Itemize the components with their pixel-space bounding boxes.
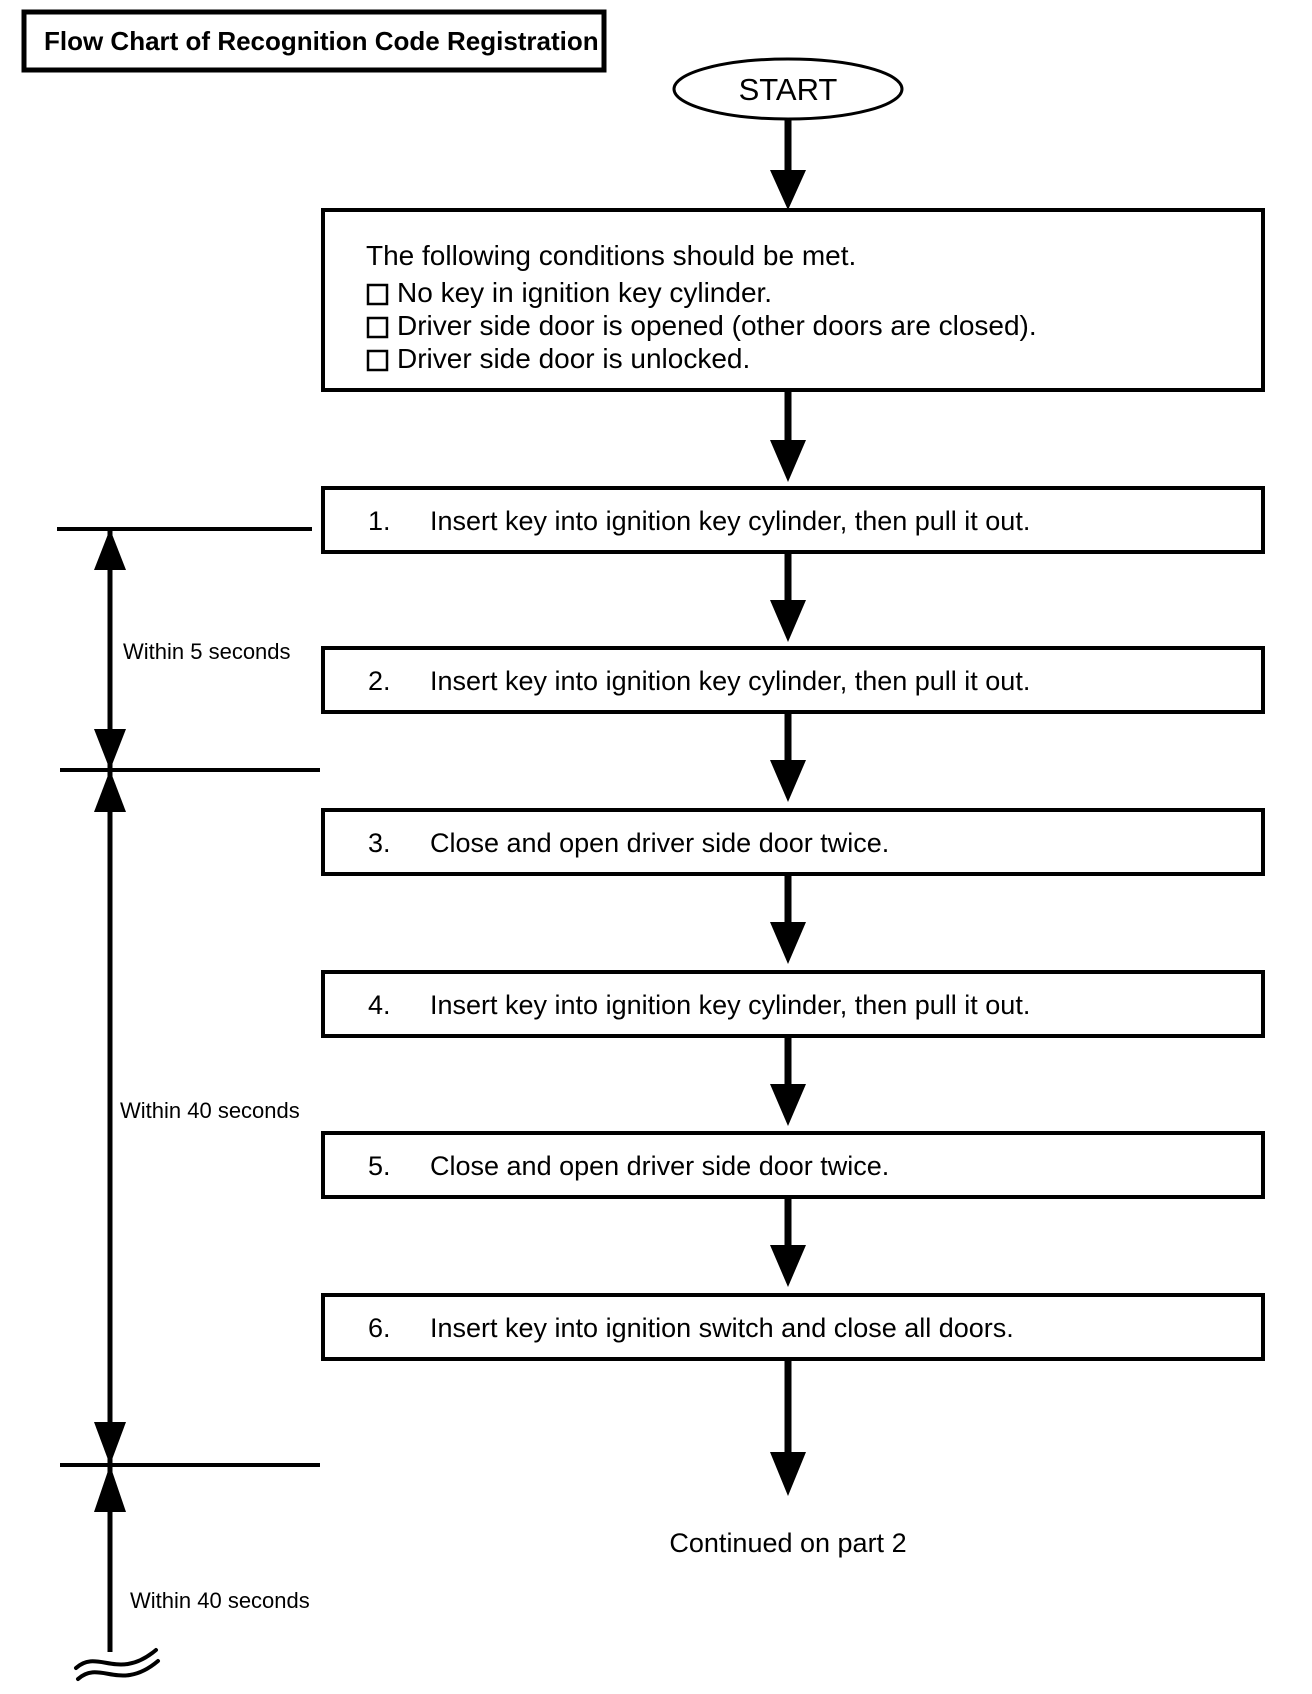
step-6-text: Insert key into ignition switch and clos… bbox=[430, 1313, 1014, 1343]
title-block: Flow Chart of Recognition Code Registrat… bbox=[21, 9, 607, 73]
step-box-3: 3. Close and open driver side door twice… bbox=[321, 808, 1265, 876]
continued-label: Continued on part 2 bbox=[669, 1528, 906, 1558]
step-box-6-rect bbox=[321, 1293, 1265, 1361]
connector-step2-to-step3 bbox=[770, 712, 806, 802]
arrow-head-icon bbox=[770, 922, 806, 964]
arrow-head-icon bbox=[770, 760, 806, 802]
step-4-number: 4. bbox=[368, 990, 391, 1020]
conditions-box-rect bbox=[321, 208, 1265, 392]
step-1-text: Insert key into ignition key cylinder, t… bbox=[430, 506, 1030, 536]
conditions-heading: The following conditions should be met. bbox=[366, 240, 856, 271]
arrow-head-icon bbox=[770, 170, 806, 210]
connector-step3-to-step4 bbox=[770, 874, 806, 964]
step-box-2-rect bbox=[321, 646, 1265, 714]
checkbox-icon[interactable] bbox=[366, 316, 389, 339]
step-box-1: 1. Insert key into ignition key cylinder… bbox=[321, 486, 1265, 554]
arrow-head-icon bbox=[770, 1452, 806, 1496]
step-3-text: Close and open driver side door twice. bbox=[430, 828, 889, 858]
step-3-number: 3. bbox=[368, 828, 391, 858]
step-box-4-rect bbox=[321, 970, 1265, 1038]
step-4-text: Insert key into ignition key cylinder, t… bbox=[430, 990, 1030, 1020]
connector-step6-to-continued bbox=[770, 1359, 806, 1496]
arrow-head-down-icon bbox=[94, 1422, 126, 1465]
condition-item-3: Driver side door is unlocked. bbox=[397, 343, 750, 374]
connector-step1-to-step2 bbox=[770, 552, 806, 642]
condition-item-1: No key in ignition key cylinder. bbox=[397, 277, 772, 308]
condition-item-2: Driver side door is opened (other doors … bbox=[397, 310, 1037, 341]
checkbox-icon[interactable] bbox=[366, 283, 389, 306]
step-box-1-rect bbox=[321, 486, 1265, 554]
connector-step5-to-step6 bbox=[770, 1197, 806, 1287]
arrow-head-up-icon bbox=[94, 770, 126, 812]
start-label: START bbox=[739, 72, 838, 107]
step-box-5-rect bbox=[321, 1131, 1265, 1199]
step-2-text: Insert key into ignition key cylinder, t… bbox=[430, 666, 1030, 696]
step-2-number: 2. bbox=[368, 666, 391, 696]
arrow-head-up-icon bbox=[94, 1465, 126, 1512]
conditions-box: The following conditions should be met. … bbox=[321, 208, 1265, 392]
arrow-head-icon bbox=[770, 1084, 806, 1126]
timing-span-40-seconds-second: Within 40 seconds bbox=[94, 1465, 310, 1652]
arrow-head-up-icon bbox=[94, 529, 126, 570]
arrow-head-icon bbox=[770, 600, 806, 642]
timing-label-2: Within 40 seconds bbox=[120, 1098, 300, 1123]
start-node: START bbox=[672, 57, 904, 121]
timing-ruler: Within 5 seconds Within 40 seconds Withi… bbox=[57, 527, 320, 1681]
connector-start-to-conditions bbox=[770, 119, 806, 210]
checkbox-icon[interactable] bbox=[366, 349, 389, 372]
arrow-head-icon bbox=[770, 1245, 806, 1287]
connector-step4-to-step5 bbox=[770, 1036, 806, 1126]
arrow-head-down-icon bbox=[94, 729, 126, 770]
step-box-5: 5. Close and open driver side door twice… bbox=[321, 1131, 1265, 1199]
break-squiggle-icon bbox=[74, 1648, 160, 1681]
step-box-3-rect bbox=[321, 808, 1265, 876]
step-5-text: Close and open driver side door twice. bbox=[430, 1151, 889, 1181]
step-box-2: 2. Insert key into ignition key cylinder… bbox=[321, 646, 1265, 714]
step-5-number: 5. bbox=[368, 1151, 391, 1181]
timing-label-3: Within 40 seconds bbox=[130, 1588, 310, 1613]
connector-conditions-to-step1 bbox=[770, 390, 806, 482]
step-6-number: 6. bbox=[368, 1313, 391, 1343]
step-box-4: 4. Insert key into ignition key cylinder… bbox=[321, 970, 1265, 1038]
title-box bbox=[21, 9, 607, 73]
arrow-head-icon bbox=[770, 440, 806, 482]
timing-span-40-seconds-first: Within 40 seconds bbox=[94, 770, 300, 1465]
timing-span-5-seconds: Within 5 seconds bbox=[94, 529, 291, 770]
page-title: Flow Chart of Recognition Code Registrat… bbox=[44, 26, 599, 56]
timing-label-1: Within 5 seconds bbox=[123, 639, 291, 664]
step-1-number: 1. bbox=[368, 506, 391, 536]
step-box-6: 6. Insert key into ignition switch and c… bbox=[321, 1293, 1265, 1361]
